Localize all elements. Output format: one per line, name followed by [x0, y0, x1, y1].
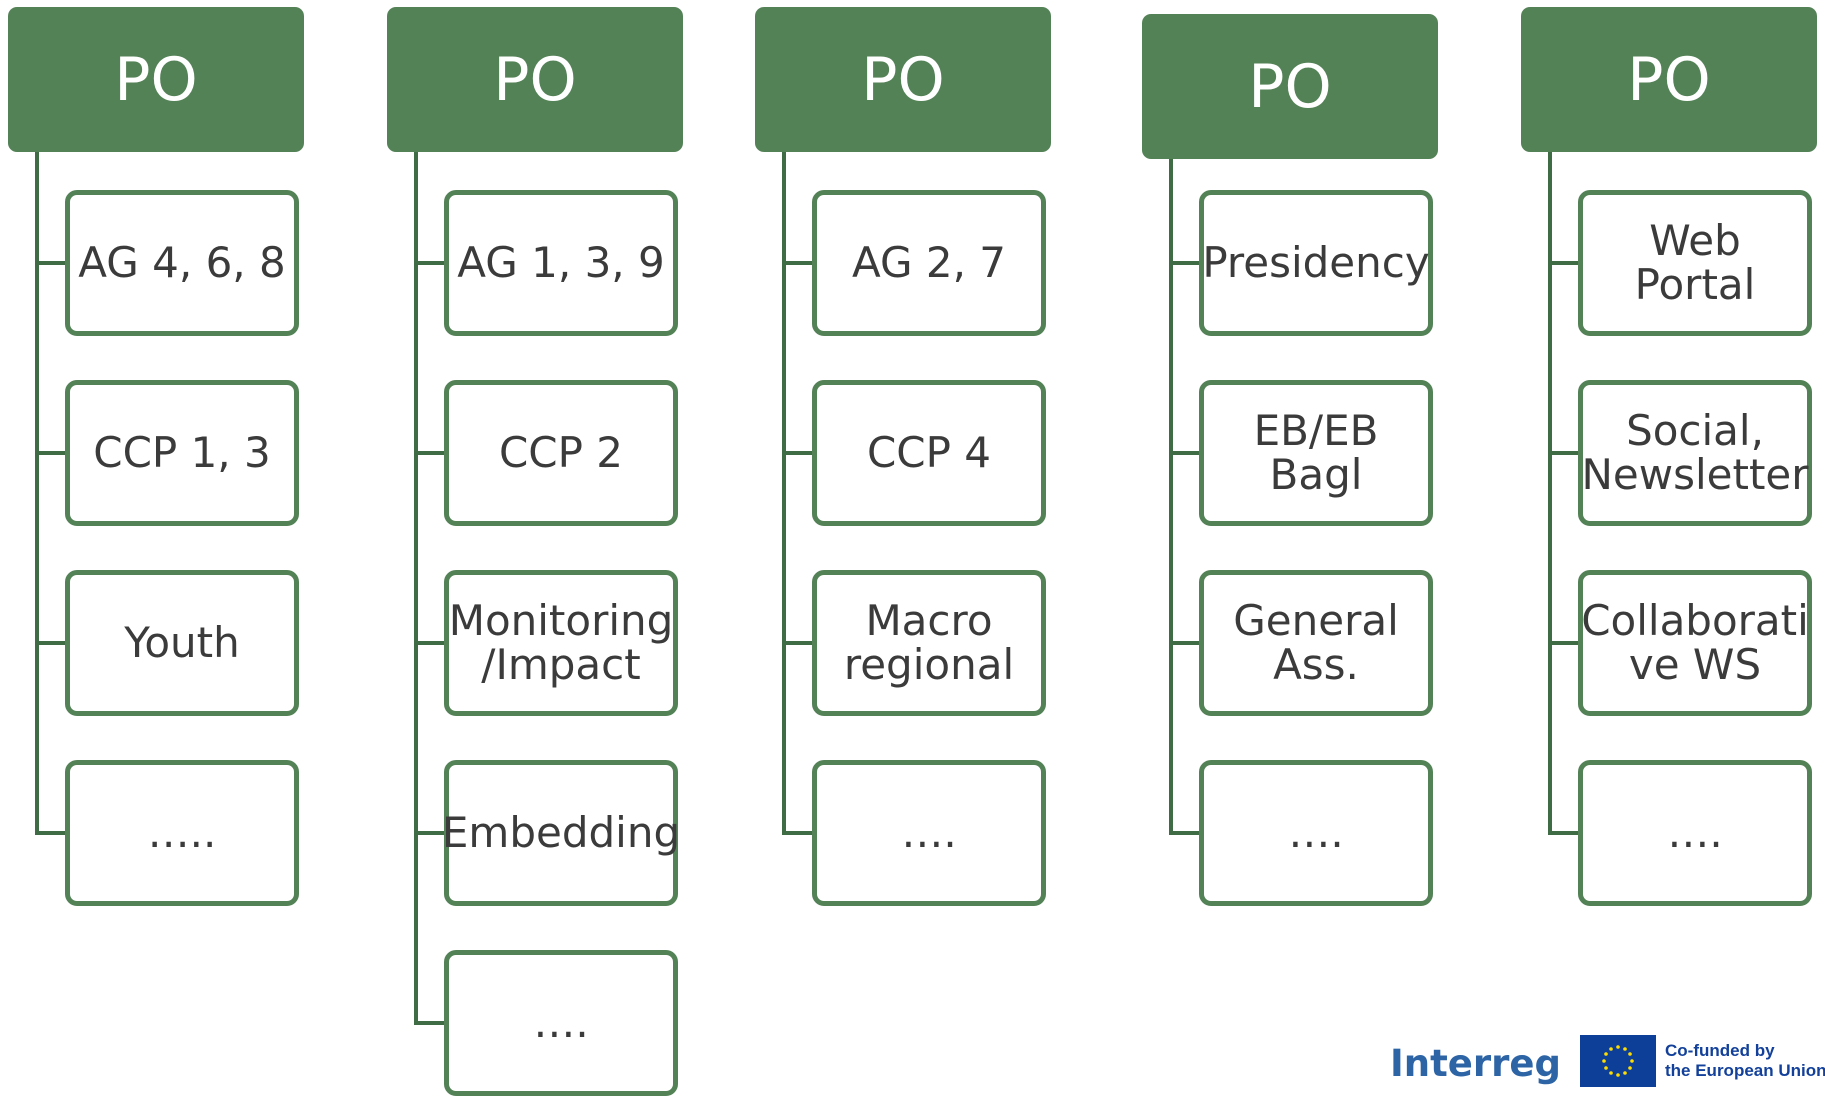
po-item-box: Collaborati ve WS: [1578, 570, 1812, 716]
tree-connector-line: [414, 641, 448, 645]
tree-spine-line: [35, 152, 39, 835]
tree-connector-line: [1169, 641, 1203, 645]
tree-connector-line: [782, 831, 816, 835]
po-header: PO: [1142, 14, 1438, 159]
tree-connector-line: [1169, 451, 1203, 455]
eu-cofunded-text: Co-funded by the European Union: [1665, 1041, 1825, 1082]
po-item-box: Embedding: [442, 760, 680, 906]
po-item-box: Presidency: [1199, 190, 1433, 336]
po-header: PO: [387, 7, 683, 152]
tree-connector-line: [782, 641, 816, 645]
tree-spine-line: [1548, 152, 1552, 835]
tree-spine-line: [414, 152, 418, 1025]
tree-connector-line: [35, 451, 69, 455]
po-item-box: Web Portal: [1578, 190, 1812, 336]
po-item-box: CCP 1, 3: [65, 380, 299, 526]
eu-text-line2: the European Union: [1665, 1061, 1825, 1081]
po-item-box: AG 2, 7: [812, 190, 1046, 336]
tree-connector-line: [782, 451, 816, 455]
tree-connector-line: [782, 261, 816, 265]
tree-spine-line: [1169, 159, 1173, 835]
po-item-box: General Ass.: [1199, 570, 1433, 716]
tree-connector-line: [35, 261, 69, 265]
tree-connector-line: [1548, 451, 1582, 455]
tree-connector-line: [414, 1021, 448, 1025]
tree-connector-line: [414, 831, 448, 835]
tree-connector-line: [1548, 261, 1582, 265]
po-header: PO: [1521, 7, 1817, 152]
po-item-box: ….: [812, 760, 1046, 906]
po-item-box: ….: [444, 950, 678, 1096]
po-header: PO: [755, 7, 1051, 152]
tree-connector-line: [1548, 831, 1582, 835]
po-item-box: Social, Newsletter: [1578, 380, 1812, 526]
po-item-box: …..: [65, 760, 299, 906]
tree-connector-line: [414, 261, 448, 265]
po-item-box: ….: [1199, 760, 1433, 906]
po-item-box: EB/EB Bagl: [1199, 380, 1433, 526]
eu-stars-icon: [1602, 1045, 1634, 1077]
tree-spine-line: [782, 152, 786, 835]
tree-connector-line: [1548, 641, 1582, 645]
tree-connector-line: [35, 831, 69, 835]
tree-connector-line: [414, 451, 448, 455]
po-item-box: Youth: [65, 570, 299, 716]
po-item-box: CCP 4: [812, 380, 1046, 526]
interreg-logo: Interreg: [1390, 1042, 1561, 1085]
tree-connector-line: [1169, 831, 1203, 835]
tree-connector-line: [1169, 261, 1203, 265]
po-item-box: AG 4, 6, 8: [65, 190, 299, 336]
eu-text-line1: Co-funded by: [1665, 1041, 1775, 1060]
tree-connector-line: [35, 641, 69, 645]
po-item-box: ….: [1578, 760, 1812, 906]
po-item-box: Monitoring /Impact: [444, 570, 678, 716]
po-header: PO: [8, 7, 304, 152]
eu-flag-icon: [1580, 1035, 1656, 1087]
po-item-box: AG 1, 3, 9: [444, 190, 678, 336]
po-item-box: CCP 2: [444, 380, 678, 526]
po-item-box: Macro regional: [812, 570, 1046, 716]
